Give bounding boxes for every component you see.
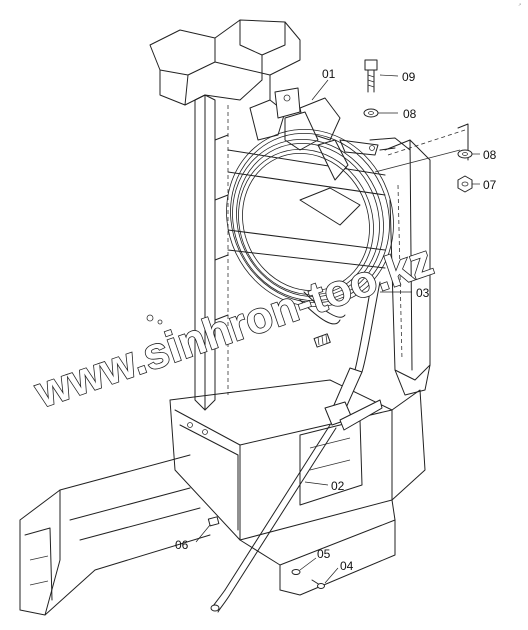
label-09: 09: [402, 70, 416, 84]
machine-frame: [19, 19, 469, 616]
part-02-lance: [210, 367, 383, 613]
part-04-screw: [311, 579, 325, 589]
label-07: 07: [483, 178, 497, 192]
watermark-text: www.sinhron-too.kz: [28, 236, 439, 418]
part-05-washer: [291, 569, 301, 575]
label-03: 03: [416, 286, 430, 300]
label-01: 01: [322, 67, 336, 81]
label-06: 06: [175, 538, 189, 552]
part-labels: 01 09 08 08 07 03 02 06 05 04: [175, 67, 497, 573]
part-06-clip: [207, 516, 220, 527]
label-05: 05: [317, 547, 331, 561]
corner-mark: ↗: [518, 2, 521, 7]
part-08-washer-top: [363, 108, 379, 118]
part-07-nut: [457, 175, 473, 193]
label-08-top: 08: [403, 107, 417, 121]
label-02: 02: [331, 479, 345, 493]
part-08-washer-right: [457, 149, 473, 159]
label-04: 04: [340, 559, 354, 573]
label-08-right: 08: [483, 148, 497, 162]
part-03-coiled-hose: [226, 128, 394, 373]
leader-lines: [195, 74, 480, 584]
part-09-bolt: [364, 59, 378, 93]
